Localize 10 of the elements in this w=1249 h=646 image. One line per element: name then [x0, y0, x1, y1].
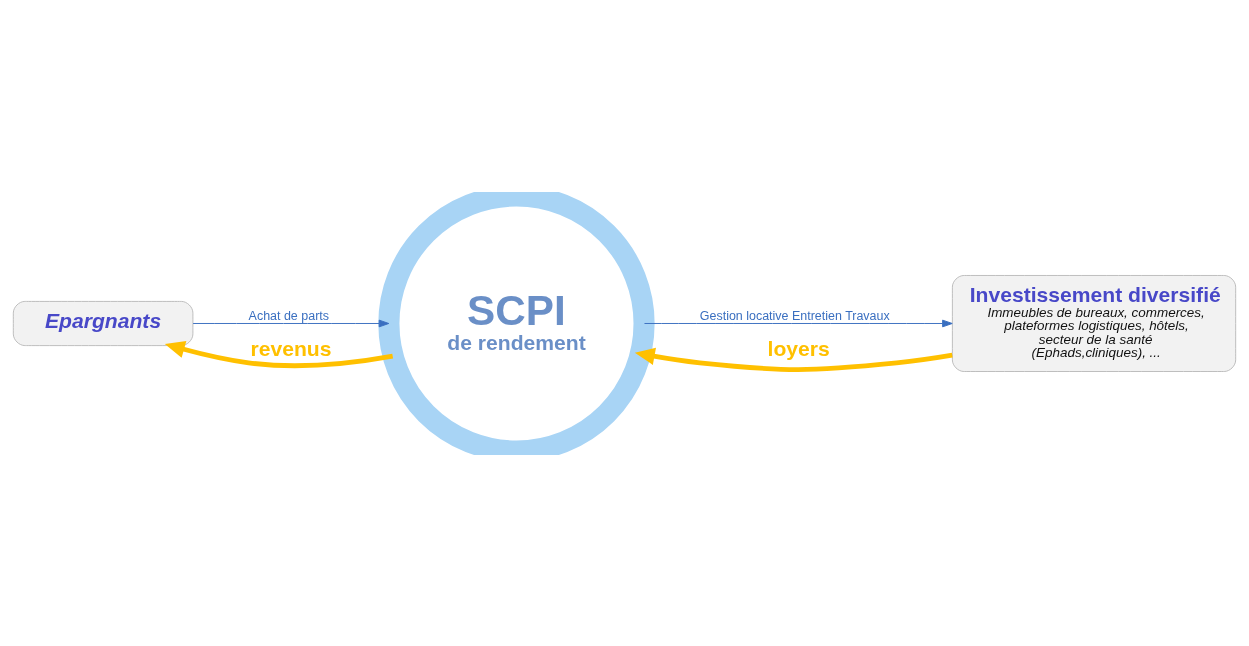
edge-label: Gestion locative Entretien Travaux [699, 308, 890, 323]
arrow [164, 340, 394, 368]
arrow [644, 319, 953, 327]
node-box: Epargnants [12, 300, 194, 346]
edge-label: loyers [767, 336, 830, 360]
arrow [634, 347, 953, 372]
edge-label: Achat de parts [248, 308, 330, 323]
node-box: Investissement diversifié Immeubles de bureaux, commerces, plateformes logistiques, hôtels, secteur de la santé (Ephads,cliniques), ... [951, 274, 1237, 372]
edge-label: revenus [250, 336, 332, 360]
arrow [192, 319, 390, 327]
